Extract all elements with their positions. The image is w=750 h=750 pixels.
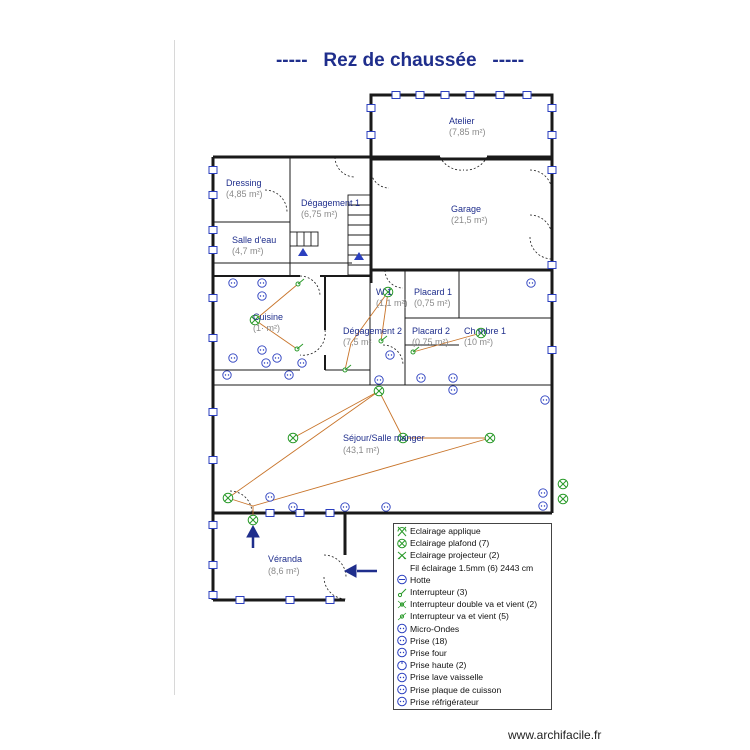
room-name: Atelier (449, 116, 475, 126)
legend: Eclairage applique Eclairage plafond (7)… (393, 523, 552, 710)
legend-item: Interrupteur (3) (396, 586, 551, 598)
fridge-outlet-icon (397, 696, 407, 707)
room-area: (4,7 m²) (232, 246, 264, 256)
legend-item: Interrupteur double va et vient (2) (396, 598, 551, 610)
room-name: Placard 2 (412, 326, 450, 336)
cooktop-outlet-icon (397, 684, 407, 695)
room-name: Salle d'eau (232, 235, 276, 245)
legend-item: Fil éclairage 1.5mm (6) 2443 cm (396, 562, 551, 574)
legend-label: Interrupteur double va et vient (2) (410, 599, 538, 610)
room-area: (0,75 m²) (414, 298, 451, 308)
two-way-switch-icon (397, 612, 407, 621)
legend-label: Prise haute (2) (410, 660, 467, 671)
spotlight-icon (397, 551, 407, 560)
switches (294, 278, 420, 373)
legend-label: Micro-Ondes (410, 623, 460, 634)
room-name: Dégagement 2 (343, 326, 402, 336)
legend-item: Hotte (396, 574, 551, 586)
legend-label: Fil éclairage 1.5mm (6) 2443 cm (410, 562, 534, 573)
room-area: (4,85 m²) (226, 189, 263, 199)
room-name: Ch mbre 1 (464, 326, 506, 336)
room-labels: Atelier (7,85 m²) Dressing (4,85 m²) Dég… (226, 116, 506, 576)
switch-icon (397, 588, 407, 597)
room-name: Placard 1 (414, 287, 452, 297)
blank-legend-icon (396, 562, 408, 573)
room-name: W 1 (376, 287, 392, 297)
legend-item: Prise plaque de cuisson (396, 683, 551, 695)
room-name: Dégagement 1 (301, 198, 360, 208)
legend-label: Eclairage applique (410, 526, 481, 537)
room-area: (1,1 m²) (376, 298, 408, 308)
room-area: (43,1 m²) (343, 445, 380, 455)
room-area: (7,5 m² (343, 337, 372, 347)
legend-label: Prise plaque de cuisson (410, 684, 502, 695)
legend-item: Prise (18) (396, 635, 551, 647)
room-name: Dressing (226, 178, 262, 188)
room-area: (1· m²) (253, 323, 280, 333)
ceiling-light-icon (397, 538, 407, 549)
legend-item: Eclairage applique (396, 525, 551, 537)
page-margin-line (174, 40, 175, 695)
legend-label: Eclairage plafond (7) (410, 538, 490, 549)
watermark: www.archifacile.fr (508, 728, 602, 742)
stair-up-arrow-icon (298, 248, 308, 256)
room-area: (8,6 m²) (268, 566, 300, 576)
room-name: Cuisine (253, 312, 283, 322)
legend-item: Prise réfrigérateur (396, 696, 551, 708)
legend-item: Interrupteur va et vient (5) (396, 610, 551, 622)
room-area: (0,75 m²) (412, 337, 449, 347)
oven-outlet-icon (397, 648, 407, 658)
legend-item: Micro-Ondes (396, 623, 551, 635)
legend-label: Hotte (410, 574, 431, 585)
legend-label: Prise réfrigérateur (410, 696, 479, 707)
applique-light-icon (397, 526, 407, 536)
high-outlet-icon (397, 660, 407, 670)
room-area: (10 m²) (464, 337, 493, 347)
legend-item: Eclairage projecteur (2) (396, 549, 551, 561)
hood-outlet-icon (397, 575, 407, 585)
entry-arrows (246, 524, 377, 578)
doors (229, 156, 553, 600)
room-name: Véranda (268, 554, 302, 564)
outlet-icon (397, 635, 407, 646)
legend-item: Prise lave vaisselle (396, 671, 551, 683)
double-two-way-switch-icon (397, 600, 407, 609)
legend-label: Prise (18) (410, 635, 448, 646)
legend-item: Prise four (396, 647, 551, 659)
stair-up-arrow-icon (354, 252, 364, 260)
room-name: Séjour/Salle manger (343, 433, 425, 443)
page-title: ----- Rez de chaussée ----- (275, 50, 525, 71)
legend-label: Interrupteur va et vient (5) (410, 611, 509, 622)
legend-label: Prise four (410, 647, 447, 658)
legend-label: Interrupteur (3) (410, 587, 468, 598)
legend-item: Eclairage plafond (7) (396, 537, 551, 549)
room-area: (7,85 m²) (449, 127, 486, 137)
room-name: Garage (451, 204, 481, 214)
legend-label: Prise lave vaisselle (410, 672, 484, 683)
legend-label: Eclairage projecteur (2) (410, 550, 500, 561)
room-area: (21,5 m²) (451, 215, 488, 225)
dishwasher-outlet-icon (397, 672, 407, 683)
lighting-wires (227, 283, 491, 520)
legend-item: Prise haute (2) (396, 659, 551, 671)
room-area: (6,75 m²) (301, 209, 338, 219)
microwave-outlet-icon (397, 623, 407, 634)
